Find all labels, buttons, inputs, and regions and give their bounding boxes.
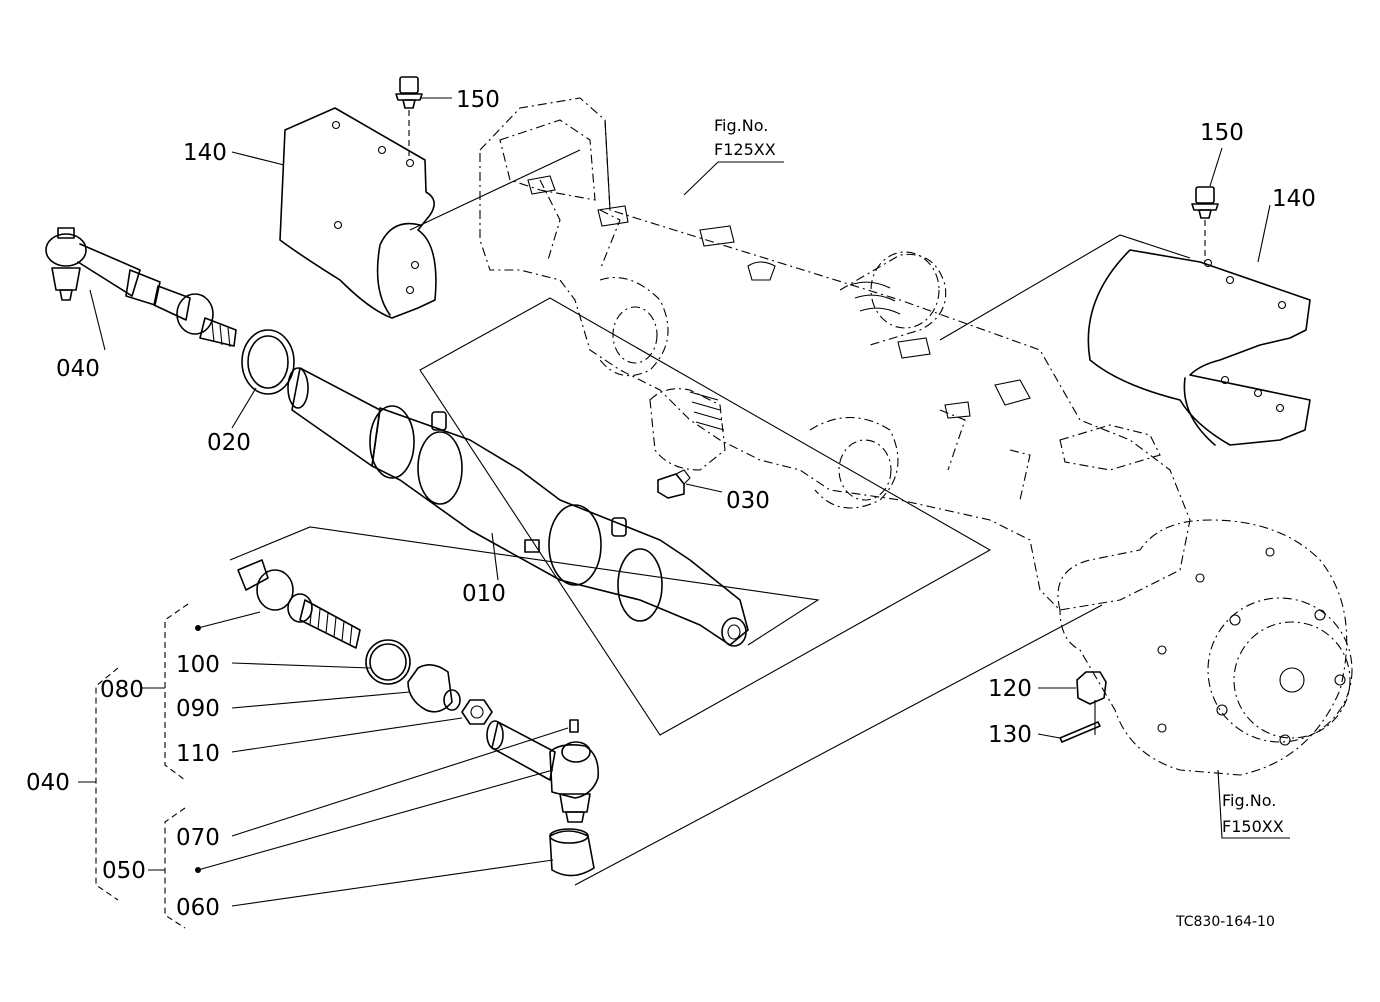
fig-ref-a-line1: Fig.No.	[714, 116, 768, 135]
leader-lines	[78, 97, 1290, 929]
cotter-pin	[1059, 721, 1101, 743]
bolt-left	[395, 76, 423, 160]
label-040-lower: 040	[26, 770, 70, 796]
lock-nut	[461, 699, 493, 725]
label-040-upper: 040	[56, 356, 100, 382]
assembly-guide-lines	[229, 119, 1191, 886]
bolt-right	[1191, 186, 1219, 262]
label-120: 120	[988, 676, 1032, 702]
o-ring	[365, 639, 411, 685]
label-150-left: 150	[456, 87, 500, 113]
final-drive-hub	[1057, 424, 1353, 776]
label-020: 020	[207, 430, 251, 456]
label-030: 030	[726, 488, 770, 514]
axle-housing	[479, 97, 1191, 611]
snap-ring	[241, 329, 295, 395]
label-130: 130	[988, 722, 1032, 748]
tie-rod-end-left	[45, 227, 237, 348]
upper-pivot-housing	[839, 251, 947, 346]
fig-ref-b-line2: F150XX	[1222, 817, 1284, 836]
fig-ref-b-line1: Fig.No.	[1222, 791, 1276, 810]
part-labels: 150 140 040 020 010 030 150 140 120 130 …	[26, 87, 1316, 921]
label-150-right: 150	[1200, 120, 1244, 146]
inner-tie-rod	[237, 559, 361, 649]
fig-ref-a-line2: F125XX	[714, 140, 776, 159]
label-010: 010	[462, 581, 506, 607]
dust-cap	[549, 828, 595, 877]
steering-cylinder	[287, 367, 749, 647]
label-110: 110	[176, 741, 220, 767]
pivot-boss	[649, 388, 726, 471]
label-140-right: 140	[1272, 186, 1316, 212]
figure-references: Fig.No. F125XX Fig.No. F150XX	[714, 116, 1284, 836]
outer-tie-rod-end	[486, 719, 600, 823]
cover-plate-left	[279, 107, 437, 319]
label-140-left: 140	[183, 140, 227, 166]
cover-plate-right	[1087, 249, 1311, 446]
plug-fitting	[657, 469, 691, 499]
label-080: 080	[100, 677, 144, 703]
label-070: 070	[176, 825, 220, 851]
label-050: 050	[102, 858, 146, 884]
dust-boot	[407, 664, 461, 713]
drawing-code: TC830-164-10	[1175, 914, 1275, 930]
label-090: 090	[176, 696, 220, 722]
castle-nut	[1076, 671, 1107, 705]
label-100: 100	[176, 652, 220, 678]
label-060: 060	[176, 895, 220, 921]
